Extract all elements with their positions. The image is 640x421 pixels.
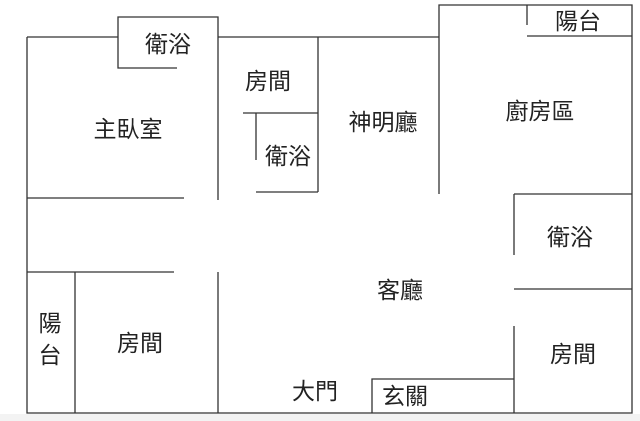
label-living-room: 客廳 [377, 278, 423, 304]
label-bath-right: 衛浴 [547, 225, 593, 251]
walls [26, 4, 633, 414]
label-balcony-top: 陽台 [555, 9, 601, 35]
bottom-strip [0, 414, 640, 421]
label-main-door: 大門 [292, 379, 338, 405]
label-entrance: 玄關 [382, 384, 428, 410]
label-room-top: 房間 [245, 69, 291, 95]
label-master-bedroom: 主臥室 [94, 117, 163, 143]
label-bath-middle: 衛浴 [265, 144, 311, 170]
label-master-bath: 衛浴 [145, 32, 191, 58]
label-shrine-hall: 神明廳 [349, 110, 418, 136]
label-kitchen: 廚房區 [506, 99, 575, 125]
label-room-left: 房間 [117, 331, 163, 357]
label-balcony-left-1: 陽 [39, 311, 62, 337]
label-room-right: 房間 [550, 342, 596, 368]
label-balcony-left-2: 台 [39, 343, 62, 369]
